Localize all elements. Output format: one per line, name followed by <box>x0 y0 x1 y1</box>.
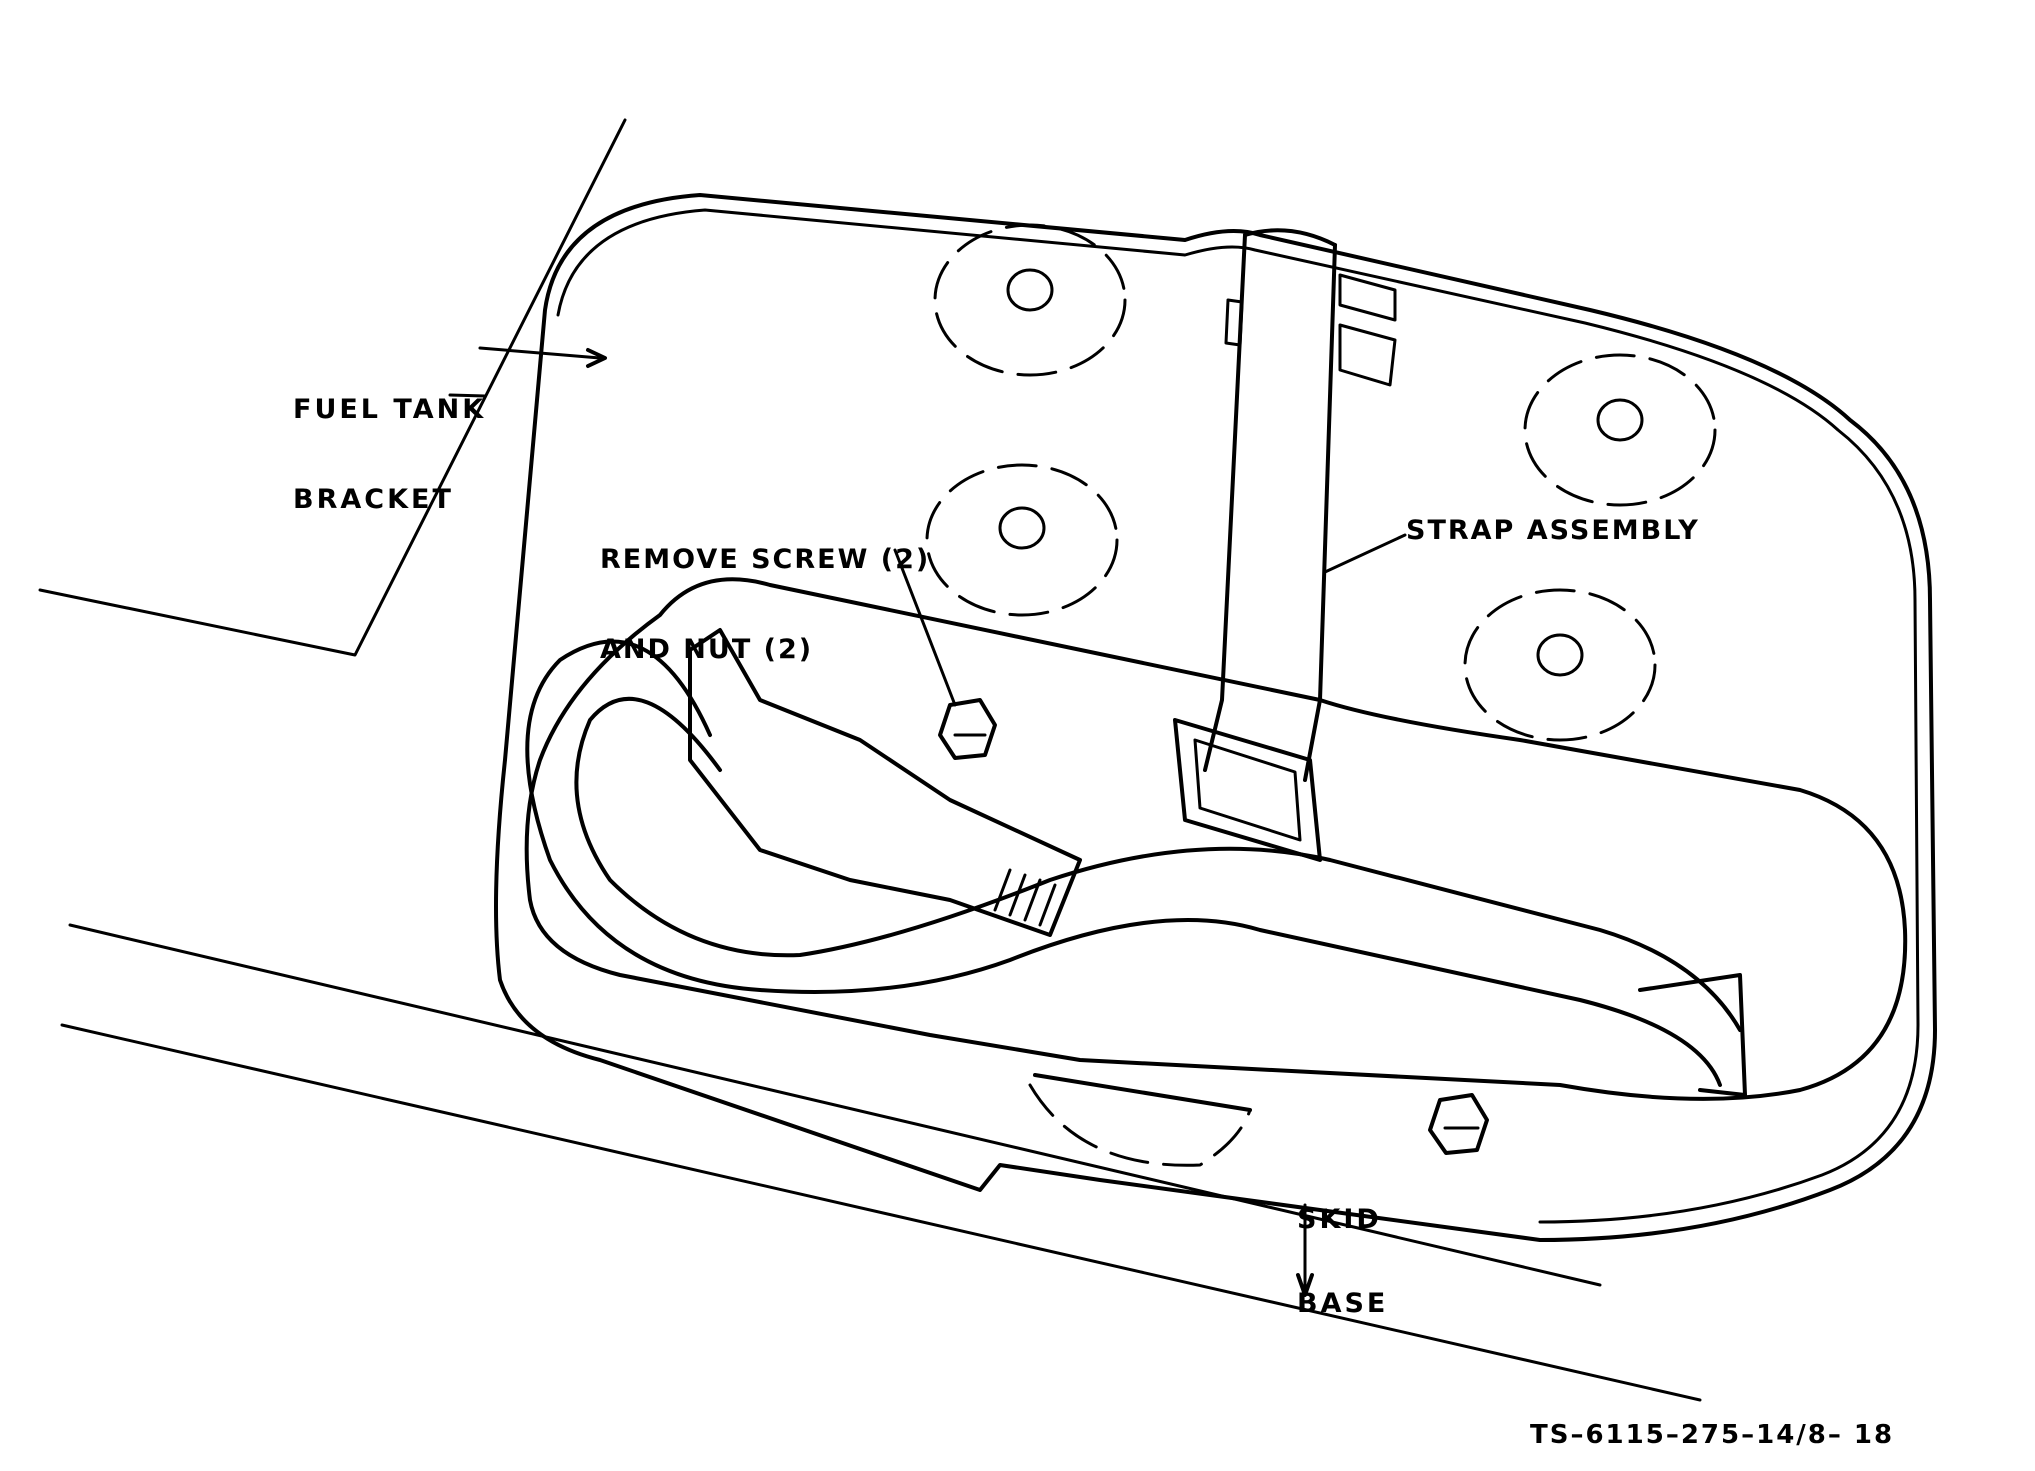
skid-base-upper-edge <box>68 923 1602 1287</box>
strap-vertical <box>1203 233 1337 782</box>
strap-loop <box>525 639 1742 1087</box>
label-skid-base-line1: SKID <box>1297 1204 1382 1235</box>
leader-skid-base-arrowhead <box>1296 1273 1314 1297</box>
bracket-plate-edge <box>38 118 627 657</box>
fuel-tank-outer-outline <box>494 193 1937 1242</box>
tank-boss-top-left <box>933 223 1127 377</box>
hex-nut-right <box>1428 1093 1489 1155</box>
drain-recess-dashed <box>1028 1083 1252 1167</box>
strap-tongue <box>1638 973 1747 1097</box>
hex-nut-left <box>938 698 997 760</box>
label-fuel-tank-bracket: FUEL TANK BRACKET <box>293 335 486 545</box>
label-fuel-tank-bracket-line2: BRACKET <box>293 484 454 515</box>
label-skid-base-line2: BASE <box>1297 1288 1389 1319</box>
label-remove-screw-line2: AND NUT (2) <box>600 634 814 665</box>
tank-recess-outline <box>524 577 1908 1101</box>
skid-base-lower-edge <box>60 1023 1702 1402</box>
fuel-tank-inner-outline <box>556 208 1920 1224</box>
strap-clip-upper <box>1338 273 1397 322</box>
label-strap-assembly: STRAP ASSEMBLY <box>1406 515 1700 546</box>
strap-tensioner-ridges <box>993 868 1057 927</box>
leader-fuel-tank-bracket-arrowhead <box>586 348 607 368</box>
label-skid-base: SKID BASE <box>1297 1150 1388 1346</box>
tank-boss-mid-right <box>1463 588 1657 742</box>
strap-buckle <box>1173 718 1322 862</box>
label-remove-screw-line1: REMOVE SCREW (2) <box>600 544 931 575</box>
strap-vertical-top <box>1243 228 1337 247</box>
strap-tensioner-block <box>688 628 1082 937</box>
label-fuel-tank-bracket-line1: FUEL TANK <box>293 394 487 425</box>
label-remove-screw-and-nut: REMOVE SCREW (2) AND NUT (2) <box>600 485 930 695</box>
strap-clip-left <box>1224 298 1244 347</box>
figure-id: TS–6115–275–14/8– 18 <box>1530 1420 1895 1450</box>
drain-recess-edge <box>1033 1073 1252 1112</box>
leader-fuel-tank-bracket <box>478 346 602 360</box>
strap-clip-lower <box>1338 323 1397 387</box>
leader-strap-assembly <box>1323 533 1407 574</box>
strap-buckle-inner <box>1193 738 1302 842</box>
tank-boss-mid-left <box>925 463 1119 617</box>
leader-remove-screw <box>893 548 957 707</box>
tank-boss-top-right <box>1523 353 1717 507</box>
leader-bracket-underline <box>448 393 487 398</box>
